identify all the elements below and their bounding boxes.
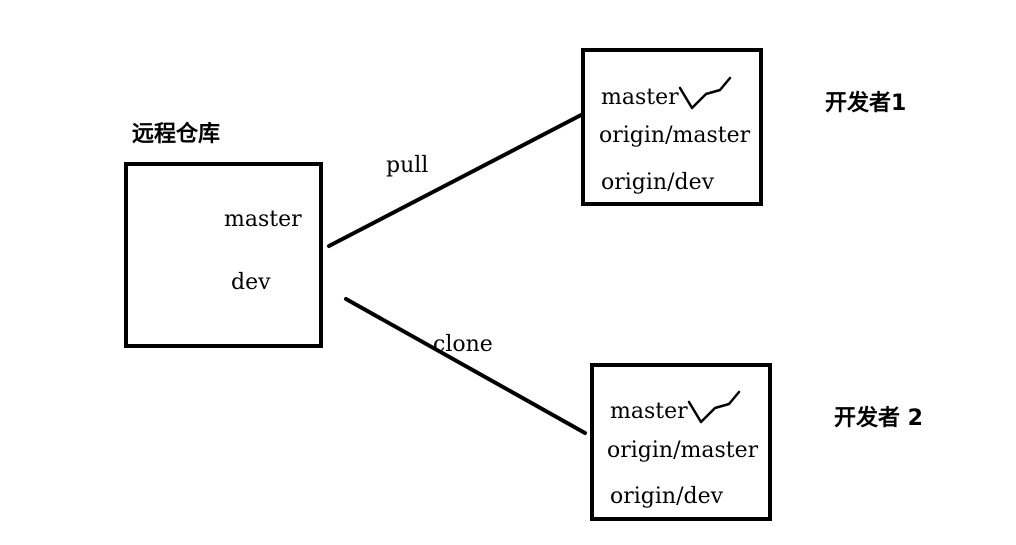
developer1-title: 开发者1 <box>825 91 907 116</box>
dev1-branch-origin-dev: origin/dev <box>601 170 715 195</box>
pull-label: pull <box>386 153 429 178</box>
clone-connector <box>344 297 587 435</box>
remote-repo-title: 远程仓库 <box>132 122 221 147</box>
dev2-branch-master: master <box>610 399 688 424</box>
pull-connector <box>327 112 585 248</box>
developer2-title: 开发者 2 <box>834 406 923 431</box>
developer2-box <box>590 363 772 521</box>
clone-label: clone <box>433 332 493 357</box>
developer1-box <box>581 48 763 206</box>
dev1-branch-origin-master: origin/master <box>599 123 751 148</box>
dev1-checkmark-icon <box>678 76 732 110</box>
dev2-branch-origin-dev: origin/dev <box>610 484 724 509</box>
dev2-branch-origin-master: origin/master <box>607 438 759 463</box>
remote-branch-dev: dev <box>231 270 271 295</box>
remote-repo-box <box>124 162 323 348</box>
dev1-branch-master: master <box>601 85 679 110</box>
remote-branch-master: master <box>224 207 302 232</box>
dev2-checkmark-icon <box>687 390 741 424</box>
